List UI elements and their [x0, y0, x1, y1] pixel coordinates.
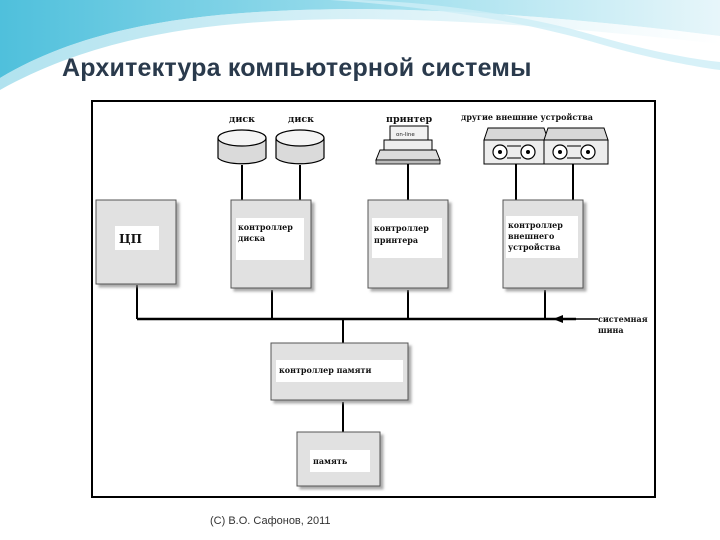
- bus-label-line1: системная: [598, 314, 648, 324]
- memory-label: память: [313, 456, 348, 466]
- disk2-label: диск: [288, 114, 314, 125]
- bus-arrow: [553, 315, 598, 323]
- external-controller-label-line3: устройства: [508, 242, 560, 252]
- disk2-icon: [275, 129, 325, 165]
- printer-panel-label: on-line: [396, 132, 415, 138]
- external-controller-box: контроллер внешнего устройства: [502, 199, 584, 289]
- memory-box: память: [296, 431, 381, 487]
- footer-copyright: (C) В.О. Сафонов, 2011: [210, 515, 331, 527]
- printer-controller-label-line1: контроллер: [374, 223, 429, 233]
- header-swoosh: [0, 0, 720, 91]
- connector-lines: [136, 164, 576, 432]
- printer-icon: [375, 125, 441, 165]
- memory-controller-box: контроллер памяти: [270, 342, 409, 401]
- disk-controller-box: контроллер диска: [230, 199, 312, 289]
- printer-controller-label-line2: принтера: [374, 235, 418, 245]
- printer-label: принтер: [386, 114, 433, 125]
- diagram-frame: [91, 100, 656, 498]
- disk-controller-label-line1: контроллер: [238, 222, 293, 232]
- memory-controller-label: контроллер памяти: [279, 365, 371, 375]
- other-devices-label: другие внешние устройства: [461, 112, 593, 122]
- printer-controller-box: контроллер принтера: [367, 199, 449, 289]
- other-devices-icon: [483, 127, 609, 165]
- cpu-label: ЦП: [119, 232, 142, 246]
- slide-title: Архитектура компьютерной системы: [62, 54, 532, 82]
- disk1-icon: [217, 129, 267, 165]
- external-controller-label-line2: внешнего: [508, 231, 555, 241]
- disk1-label: диск: [229, 114, 255, 125]
- bus-label-line2: шина: [598, 325, 624, 335]
- cpu-box: ЦП: [95, 199, 177, 285]
- disk-controller-label-line2: диска: [238, 233, 265, 243]
- external-controller-label-line1: контроллер: [508, 220, 563, 230]
